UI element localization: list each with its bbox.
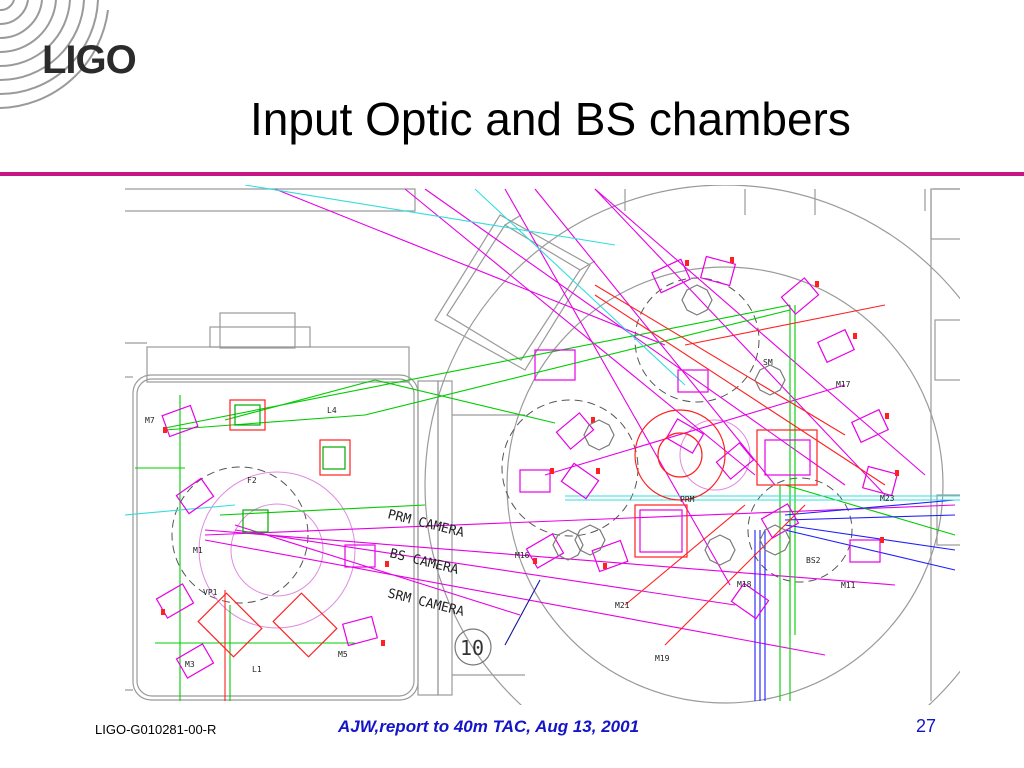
label-m3: M3 xyxy=(185,660,195,669)
callout-number: 10 xyxy=(460,636,484,660)
label-prm: PRM xyxy=(680,495,695,504)
optical-tables xyxy=(171,277,853,604)
camera-arrows xyxy=(504,579,541,646)
label-m23: M23 xyxy=(880,494,895,503)
diagram-labels: L4 M7 F2 M1 VP1 M3 M5 L1 SM M17 PRM M23 … xyxy=(145,358,895,674)
label-m5: M5 xyxy=(338,650,348,659)
label-m21: M21 xyxy=(615,601,630,610)
label-m19: M19 xyxy=(655,654,670,663)
chamber-outlines xyxy=(125,185,960,705)
label-sm: SM xyxy=(763,358,773,367)
optic-mounts xyxy=(155,255,899,679)
ligo-logo-arcs xyxy=(0,0,109,109)
beams-blue xyxy=(754,499,956,701)
label-l1: L1 xyxy=(252,665,262,674)
beams-magenta xyxy=(204,188,956,656)
footer-report: AJW,report to 40m TAC, Aug 13, 2001 xyxy=(338,717,640,736)
label-l4: L4 xyxy=(327,406,337,415)
ligo-logo: LIGO xyxy=(42,38,137,82)
slide-title: Input Optic and BS chambers xyxy=(250,93,851,145)
title-rule xyxy=(0,172,1024,176)
label-m18: M18 xyxy=(737,580,752,589)
round-optics xyxy=(552,284,791,566)
chamber-layout-diagram: L4 M7 F2 M1 VP1 M3 M5 L1 SM M17 PRM M23 … xyxy=(125,185,960,705)
beams-green xyxy=(135,304,956,701)
label-bs2: BS2 xyxy=(806,556,821,565)
label-bs-camera: BS CAMERA xyxy=(388,546,460,578)
label-m1: M1 xyxy=(193,546,203,555)
label-vp1: VP1 xyxy=(203,588,218,597)
callout-circle xyxy=(454,628,492,666)
label-srm-camera: SRM CAMERA xyxy=(386,586,466,620)
label-f2: F2 xyxy=(247,476,257,485)
label-m7: M7 xyxy=(145,416,155,425)
beams-cyan xyxy=(125,185,960,516)
footer-doc-id: LIGO-G010281-00-R xyxy=(95,722,217,737)
label-m17: M17 xyxy=(836,380,851,389)
footer-page-number: 27 xyxy=(916,716,937,736)
label-m11: M11 xyxy=(841,581,856,590)
camera-labels: PRM CAMERA BS CAMERA SRM CAMERA xyxy=(386,507,466,620)
label-m16: M16 xyxy=(515,551,530,560)
